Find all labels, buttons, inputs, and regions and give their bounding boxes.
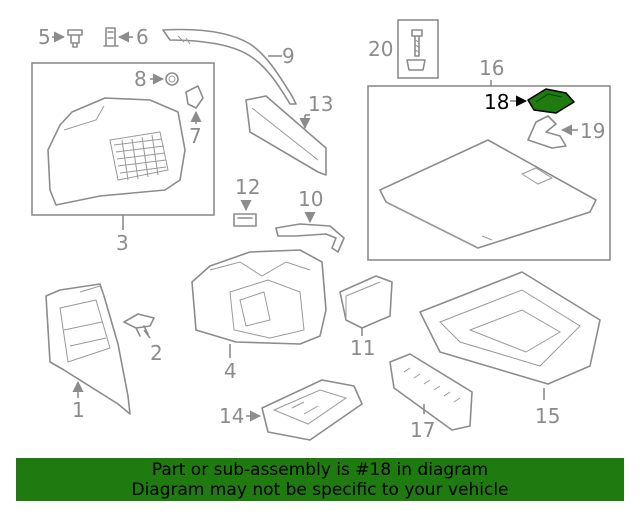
part-20-bolt: 20 [368,19,439,79]
part-14-tool-tray: 14 [219,379,363,441]
part-15-cargo-tray: 15 [419,271,601,428]
callout-19: 19 [580,119,605,143]
callout-15: 15 [535,404,560,428]
callout-8: 8 [134,67,147,91]
part-18-highlighted: 18 [484,88,575,114]
part-12-clip: 12 [233,175,260,227]
banner-line-1: Part or sub-assembly is #18 in diagram [151,460,489,480]
part-19-hook: 19 [527,115,605,149]
part-5-clip: 5 [38,25,83,49]
callout-9: 9 [282,44,295,68]
part-4-trim-panel: 4 [191,249,327,383]
part-6-clip: 6 [103,25,149,49]
callout-5: 5 [38,25,51,49]
callout-16: 16 [479,56,504,80]
banner-line-2: Diagram may not be specific to your vehi… [131,480,509,500]
callout-13: 13 [308,92,333,116]
callout-4: 4 [224,359,237,383]
callout-1: 1 [72,398,85,422]
part-10-trim-strip: 10 [275,187,345,253]
info-banner: Part or sub-assembly is #18 in diagram D… [16,458,624,501]
part-3-group: 8 7 3 [31,62,215,255]
callout-20: 20 [368,37,393,61]
part-16-group: 16 [367,56,611,261]
callout-17: 17 [410,418,435,442]
part-2-pin: 2 [123,313,163,365]
callout-12: 12 [235,175,260,199]
part-11-storage-box: 11 [339,275,393,360]
callout-18: 18 [484,90,509,114]
parts-diagram: 5 6 9 8 7 3 [31,19,611,442]
part-17-support: 17 [389,353,473,442]
callout-11: 11 [350,336,375,360]
part-9-trim-strip: 9 [162,28,297,105]
part-13-sill-panel: 13 [245,92,333,176]
callout-7: 7 [189,124,202,148]
callout-6: 6 [136,25,149,49]
callout-2: 2 [150,341,163,365]
callout-10: 10 [298,187,323,211]
part-1-panel: 1 [45,283,131,422]
callout-14: 14 [219,404,244,428]
callout-3: 3 [116,231,129,255]
